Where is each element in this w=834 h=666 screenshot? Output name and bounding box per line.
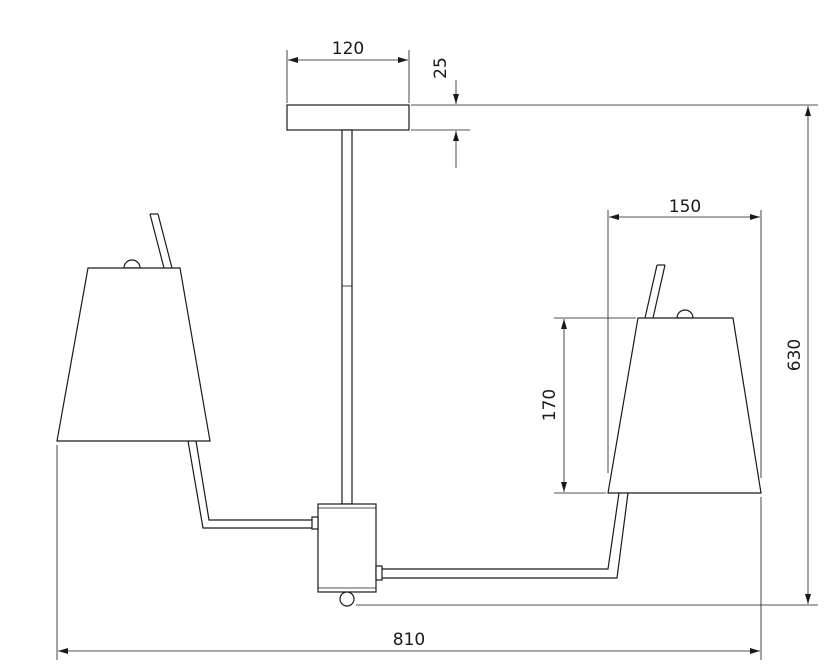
dimension-total-width: 810	[56, 445, 762, 660]
left-shade	[56, 259, 211, 442]
left-arm	[149, 213, 312, 529]
shade-height-label: 170	[540, 389, 560, 421]
dimension-shade-width: 150	[607, 197, 762, 478]
right-arm	[382, 264, 666, 579]
ceiling-canopy	[286, 104, 410, 131]
dimension-shade-height: 170	[540, 317, 636, 494]
dimension-total-height: 630	[356, 104, 818, 606]
dimension-canopy-height: 25	[411, 57, 470, 168]
central-stem	[341, 129, 353, 505]
dimension-canopy-width: 120	[286, 39, 410, 103]
total-height-label: 630	[785, 339, 805, 371]
right-shade	[607, 309, 762, 494]
total-width-label: 810	[393, 630, 425, 650]
canopy-width-label: 120	[332, 39, 364, 59]
canopy-height-label: 25	[431, 57, 451, 79]
shade-width-label: 150	[669, 197, 701, 217]
central-hub	[311, 503, 383, 607]
